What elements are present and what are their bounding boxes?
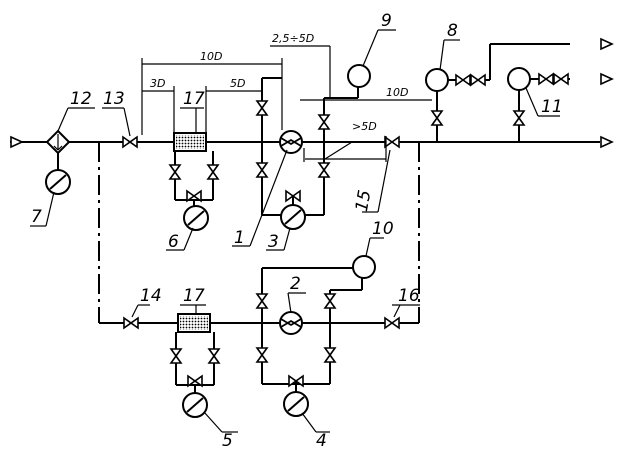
pressure-gauge-11-icon (507, 67, 531, 91)
flow-meter-1-icon (279, 130, 303, 154)
gauge-3-icon (280, 204, 306, 230)
flow-meter-2-icon (279, 311, 303, 335)
valve-15-icon (384, 136, 400, 148)
valve-icon (207, 164, 219, 180)
valve-icon (553, 73, 569, 85)
gauge-7-icon (45, 169, 71, 195)
dim-3D: 3D (150, 77, 165, 90)
label-1: 1 (234, 228, 245, 248)
valve-icon (256, 293, 268, 309)
label-16: 16 (398, 286, 420, 306)
valve-icon (170, 348, 182, 364)
dim-5D-right: >5D (352, 120, 377, 133)
differential-loop-4 (261, 267, 363, 385)
valve-14-icon (123, 317, 139, 329)
label-15: 15 (352, 188, 375, 213)
gauge-5-icon (182, 392, 208, 418)
outlet-arrow-icon-top (600, 38, 613, 50)
valve-icon (169, 164, 181, 180)
dim-10D-right: 10D (386, 86, 408, 99)
label-3: 3 (268, 232, 279, 252)
valve-13-icon (122, 136, 138, 148)
dim-2-5-5D: 2,5÷5D (272, 32, 314, 45)
label-9: 9 (381, 11, 392, 31)
filter-17-upper-icon (173, 132, 207, 152)
label-10: 10 (372, 219, 394, 239)
label-6: 6 (168, 232, 179, 252)
pressure-gauge-8-icon (425, 68, 449, 92)
valve-icon (324, 347, 336, 363)
label-8: 8 (447, 21, 458, 41)
outlet-arrow-icon-bottom (600, 136, 613, 148)
label-17-lower: 17 (183, 286, 205, 306)
dim-5D: 5D (230, 77, 245, 90)
valve-icon (208, 348, 220, 364)
label-5: 5 (222, 431, 233, 448)
label-2: 2 (290, 274, 301, 294)
gauge-6-icon (183, 205, 209, 231)
inlet-arrow-icon (10, 136, 23, 148)
label-13: 13 (103, 89, 125, 109)
valve-icon (318, 162, 330, 178)
label-4: 4 (316, 431, 327, 448)
dimension-lines (141, 45, 432, 162)
dim-10D-top: 10D (200, 50, 222, 63)
pressure-line-9 (323, 86, 359, 142)
label-14: 14 (140, 286, 162, 306)
gauge-4-icon (283, 391, 309, 417)
filter-17-lower-icon (177, 313, 211, 333)
valve-icon (256, 347, 268, 363)
label-12: 12 (70, 89, 92, 109)
valve-16-icon (384, 317, 400, 329)
valve-icon (470, 74, 486, 86)
valve-icon (256, 162, 268, 178)
pressure-gauge-9-icon (347, 64, 371, 88)
pressure-gauge-10-icon (352, 255, 376, 279)
separator-12-icon (45, 129, 71, 155)
valve-icon (324, 293, 336, 309)
differential-loop-5 (175, 332, 215, 393)
valve-icon (318, 114, 330, 130)
valve-icon (455, 74, 471, 86)
outlet-arrow-icon-middle (600, 73, 613, 85)
label-7: 7 (31, 207, 42, 227)
valve-icon (256, 100, 268, 116)
valve-icon (513, 110, 525, 126)
label-17-upper: 17 (183, 89, 205, 109)
leader-lines (30, 29, 560, 433)
valve-icon (431, 110, 443, 126)
label-11: 11 (541, 97, 563, 117)
valve-icon (538, 73, 554, 85)
